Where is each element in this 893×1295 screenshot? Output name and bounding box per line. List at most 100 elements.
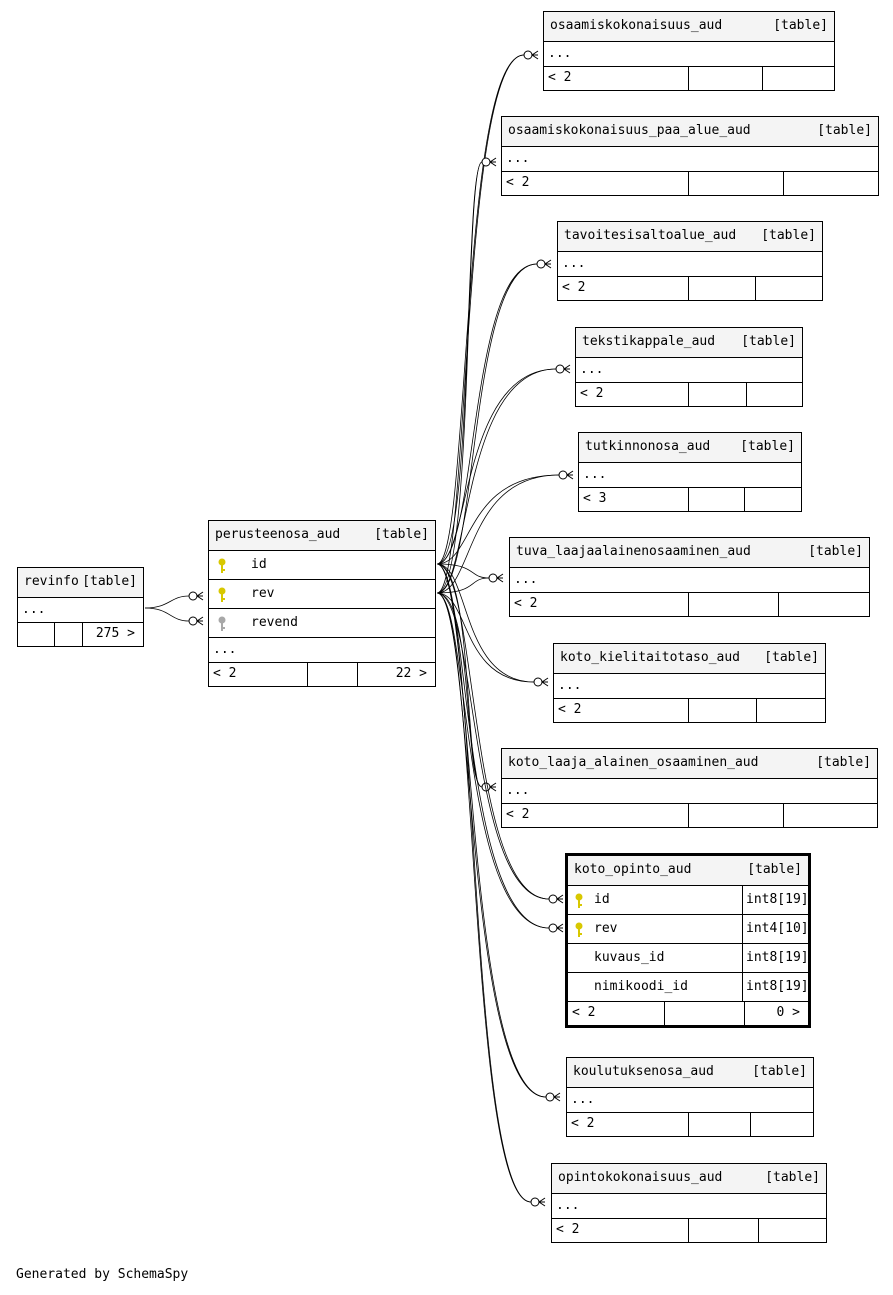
relationship-end-koulutuksenosa-many-marker <box>553 1092 561 1102</box>
parent-count-link[interactable]: < 2 <box>571 1116 595 1131</box>
table-koto-opinto-aud[interactable]: koto_opinto_aud [table] id int8[19] rev … <box>565 853 811 1028</box>
table-name[interactable]: tekstikappale_aud <box>582 334 716 349</box>
relationship-end-revinfo-1-optional-marker <box>188 616 198 626</box>
relationship-edge-tuva <box>436 563 490 579</box>
table-header[interactable]: tekstikappale_aud [table] <box>576 328 802 357</box>
column-row-id[interactable]: id <box>209 550 435 579</box>
column-row-id[interactable]: id int8[19] <box>568 885 809 914</box>
ellipsis: ... <box>514 572 538 587</box>
table-header[interactable]: koto_laaja_alainen_osaaminen_aud [table] <box>502 749 877 778</box>
footer-cell <box>688 488 744 511</box>
ellipsis-row: ... <box>576 357 802 382</box>
table-name[interactable]: koulutuksenosa_aud <box>573 1064 714 1079</box>
table-name[interactable]: perusteenosa_aud <box>215 527 341 542</box>
table-header[interactable]: tutkinnonosa_aud [table] <box>579 433 801 462</box>
footer-cell <box>744 488 801 511</box>
parent-count-link[interactable]: < 2 <box>562 280 586 295</box>
table-footer: < 2 <box>510 592 869 616</box>
table-footer: < 3 <box>579 487 801 511</box>
table-name[interactable]: koto_laaja_alainen_osaaminen_aud <box>508 755 759 770</box>
column-row-kuvaus-id[interactable]: kuvaus_id int8[19] <box>568 943 809 972</box>
table-name[interactable]: osaamiskokonaisuus_paa_alue_aud <box>508 123 751 138</box>
footer-cell <box>688 804 783 827</box>
table-osaamiskokonaisuus-aud[interactable]: osaamiskokonaisuus_aud [table] ... < 2 <box>543 11 835 91</box>
table-osaamiskokonaisuus-paa-alue-aud[interactable]: osaamiskokonaisuus_paa_alue_aud [table] … <box>501 116 879 196</box>
relationship-edge-tuva <box>436 577 490 594</box>
table-header[interactable]: koto_opinto_aud [table] <box>568 856 808 885</box>
footer-cell <box>755 277 822 300</box>
ellipsis-row: ... <box>209 637 435 662</box>
table-revinfo[interactable]: revinfo [table] ... 275 > <box>17 567 144 647</box>
column-row-rev[interactable]: rev int4[10] <box>568 914 809 943</box>
column-row-nimikoodi-id[interactable]: nimikoodi_id int8[19] <box>568 972 809 1001</box>
table-opintokokonaisuus-aud[interactable]: opintokokonaisuus_aud [table] ... < 2 <box>551 1163 827 1243</box>
table-header[interactable]: opintokokonaisuus_aud [table] <box>552 1164 826 1193</box>
table-footer: < 2 <box>567 1112 813 1136</box>
footer-cell <box>762 67 834 90</box>
table-header[interactable]: koulutuksenosa_aud [table] <box>567 1058 813 1087</box>
table-perusteenosa-aud[interactable]: perusteenosa_aud [table] id rev revend .… <box>208 520 436 687</box>
table-name[interactable]: tutkinnonosa_aud <box>585 439 711 454</box>
parent-count-link[interactable]: < 2 <box>548 70 572 85</box>
table-header[interactable]: koto_kielitaitotaso_aud [table] <box>554 644 825 673</box>
table-koto-laaja-alainen-osaaminen-aud[interactable]: koto_laaja_alainen_osaaminen_aud [table]… <box>501 748 878 828</box>
column-name: id <box>594 892 610 907</box>
relationship-end-tavoitesisaltoalue-many-marker <box>544 259 552 269</box>
table-name[interactable]: osaamiskokonaisuus_aud <box>550 18 723 33</box>
ellipsis: ... <box>506 151 530 166</box>
table-name[interactable]: revinfo <box>24 574 79 589</box>
table-koulutuksenosa-aud[interactable]: koulutuksenosa_aud [table] ... < 2 <box>566 1057 814 1137</box>
table-name[interactable]: opintokokonaisuus_aud <box>558 1170 723 1185</box>
relationship-end-koto-opinto-id-many-marker <box>556 894 564 904</box>
table-koto-kielitaitotaso-aud[interactable]: koto_kielitaitotaso_aud [table] ... < 2 <box>553 643 826 723</box>
parent-count-link[interactable]: < 2 <box>506 807 530 822</box>
child-count-link[interactable]: 22 > <box>357 663 435 686</box>
column-row-rev[interactable]: rev <box>209 579 435 608</box>
table-tekstikappale-aud[interactable]: tekstikappale_aud [table] ... < 2 <box>575 327 803 407</box>
table-tavoitesisaltoalue-aud[interactable]: tavoitesisaltoalue_aud [table] ... < 2 <box>557 221 823 301</box>
parent-count-link[interactable]: < 2 <box>580 386 604 401</box>
child-count-link[interactable]: 0 > <box>744 1002 808 1025</box>
table-header[interactable]: tavoitesisaltoalue_aud [table] <box>558 222 822 251</box>
table-name[interactable]: tuva_laajaalainenosaaminen_aud <box>516 544 751 559</box>
table-type-tag: [table] <box>740 439 795 454</box>
table-name[interactable]: koto_opinto_aud <box>574 862 692 877</box>
parent-count-link[interactable]: < 2 <box>514 596 538 611</box>
column-row-revend[interactable]: revend <box>209 608 435 637</box>
parent-count-link[interactable]: < 2 <box>213 666 237 681</box>
ellipsis-row: ... <box>567 1087 813 1112</box>
parent-count-link[interactable]: < 2 <box>558 702 582 717</box>
parent-count-link[interactable]: < 2 <box>572 1005 596 1020</box>
relationship-end-koto-opinto-rev-optional-marker <box>548 923 558 933</box>
footer-cell <box>783 804 877 827</box>
table-tuva-laajaalainenosaaminen-aud[interactable]: tuva_laajaalainenosaaminen_aud [table] .… <box>509 537 870 617</box>
ellipsis-row: ... <box>510 567 869 592</box>
table-header[interactable]: osaamiskokonaisuus_aud [table] <box>544 12 834 41</box>
relationship-end-koto-opinto-rev-many-marker <box>556 923 564 933</box>
ellipsis: ... <box>548 46 572 61</box>
table-header[interactable]: tuva_laajaalainenosaaminen_aud [table] <box>510 538 869 567</box>
footer-cell <box>54 623 82 646</box>
relationship-end-revinfo-1-many-marker <box>196 616 204 626</box>
relationship-end-tuva-optional-marker <box>488 573 498 583</box>
table-name[interactable]: tavoitesisaltoalue_aud <box>564 228 737 243</box>
table-tutkinnonosa-aud[interactable]: tutkinnonosa_aud [table] ... < 3 <box>578 432 802 512</box>
ellipsis-row: ... <box>552 1193 826 1218</box>
parent-count-link[interactable]: < 2 <box>506 175 530 190</box>
footer-cell <box>688 593 778 616</box>
relationship-end-revinfo-0-optional-marker <box>188 591 198 601</box>
table-type-tag: [table] <box>765 1170 820 1185</box>
ellipsis-row: ... <box>554 673 825 698</box>
relationship-edge-koulutuksenosa <box>436 563 547 1098</box>
table-header[interactable]: osaamiskokonaisuus_paa_alue_aud [table] <box>502 117 878 146</box>
relationship-edge-kielitaitotaso <box>436 563 535 683</box>
relationship-end-koto-laaja-many-marker <box>489 782 497 792</box>
parent-count-link[interactable]: < 3 <box>583 491 607 506</box>
child-count-link[interactable]: 275 > <box>82 623 143 646</box>
table-name[interactable]: koto_kielitaitotaso_aud <box>560 650 741 665</box>
table-header[interactable]: revinfo [table] <box>18 568 143 597</box>
table-type-tag: [table] <box>374 527 429 542</box>
table-header[interactable]: perusteenosa_aud [table] <box>209 521 435 550</box>
parent-count-link[interactable]: < 2 <box>556 1222 580 1237</box>
